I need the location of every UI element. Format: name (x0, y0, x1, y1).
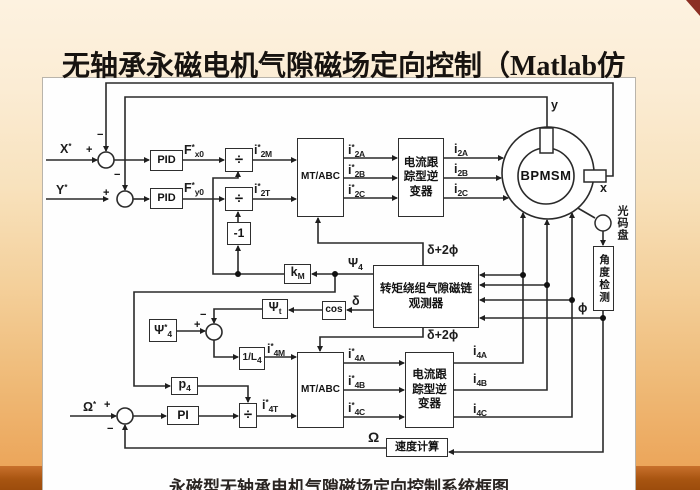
label-i4c-ref: i*4C (348, 401, 365, 417)
label-axis-y: y (551, 98, 558, 112)
label-omega-ref: Ω* (83, 400, 97, 414)
block-inv-l4: 1/L4 (239, 347, 265, 370)
sign-plus-y: + (103, 187, 110, 199)
sum-junction-x (97, 151, 115, 169)
block-psi4-ref: Ψ*4 (149, 319, 177, 342)
x-displacement-sensor (583, 169, 607, 183)
block-divide-2: ÷ (225, 187, 253, 211)
motor-label: BPMSM (520, 167, 572, 183)
label-i4m: i*4M (267, 342, 285, 358)
label-i2b: i2B (454, 162, 468, 178)
label-fx0: F*x0 (184, 143, 204, 159)
block-pi: PI (167, 406, 199, 425)
block-mtabc-torque: MT/ABC (297, 352, 344, 428)
label-i4b-ref: i*4B (348, 374, 365, 390)
connection-dots (235, 271, 606, 321)
block-psi-t: Ψt (262, 299, 288, 319)
label-delta-2phi-top: δ+2ϕ (427, 243, 459, 257)
label-delta-2phi-bottom: δ+2ϕ (427, 328, 459, 342)
block-km: kM (284, 264, 311, 284)
label-i2m: i*2M (254, 143, 272, 159)
label-delta: δ (352, 294, 360, 308)
label-i2c: i2C (454, 182, 468, 198)
label-i2a-ref: i*2A (348, 143, 365, 159)
label-axis-x: x (600, 181, 607, 195)
figure-caption: 永磁型无轴承电机气隙磁场定向控制系统框图 (169, 478, 509, 490)
block-pid-x: PID (150, 150, 183, 171)
sign-minus-speed: − (107, 423, 114, 435)
label-i2a: i2A (454, 142, 468, 158)
block-cos: cos (322, 301, 346, 320)
label-x-ref: X* (60, 142, 72, 156)
label-fy0: F*y0 (184, 181, 204, 197)
sum-junction-y (116, 190, 134, 208)
sign-minus-x: − (97, 129, 104, 141)
sign-plus-flux: + (194, 319, 201, 331)
block-inverter-suspension: 电流跟踪型逆变器 (398, 138, 444, 217)
block-divide-3: ÷ (239, 403, 257, 428)
block-flux-observer: 转矩绕组气隙磁链观测器 (373, 265, 479, 328)
motor-and-nodes (97, 126, 612, 425)
label-omega: Ω (368, 429, 380, 445)
sum-junction-speed (116, 407, 134, 425)
block-divide-1: ÷ (225, 148, 253, 172)
y-displacement-sensor (539, 127, 554, 154)
signal-lines (46, 82, 614, 455)
corner-decoration (686, 0, 700, 16)
block-angle-detect: 角度检测 (593, 246, 614, 311)
sign-minus-y: − (114, 169, 121, 181)
label-y-ref: Y* (56, 183, 68, 197)
block-negate: -1 (227, 222, 251, 245)
label-i4a: i4A (473, 344, 487, 360)
block-mtabc-suspension: MT/ABC (297, 138, 344, 217)
encoder-disk (594, 214, 612, 232)
label-i4b: i4B (473, 372, 487, 388)
label-phi: ϕ (578, 301, 588, 315)
label-i4a-ref: i*4A (348, 347, 365, 363)
sign-minus-flux: − (200, 309, 207, 321)
sign-plus-x: + (86, 144, 93, 156)
block-speed-calc: 速度计算 (386, 438, 448, 457)
slide-title: 无轴承永磁电机气隙磁场定向控制（Matlab仿 (62, 51, 626, 82)
block-inverter-torque: 电流跟踪型逆变器 (405, 352, 454, 428)
label-i2b-ref: i*2B (348, 163, 365, 179)
label-psi4: Ψ4 (348, 256, 363, 272)
label-i2c-ref: i*2C (348, 183, 365, 199)
block-p4: p4 (171, 377, 198, 395)
label-i4c: i4C (473, 402, 487, 418)
block-pid-y: PID (150, 188, 183, 209)
sign-plus-speed: + (104, 399, 111, 411)
sum-junction-flux (205, 323, 223, 341)
label-i4t: i*4T (262, 398, 278, 414)
encoder-label: 光码盘 (616, 205, 628, 241)
label-i2t: i*2T (254, 182, 270, 198)
